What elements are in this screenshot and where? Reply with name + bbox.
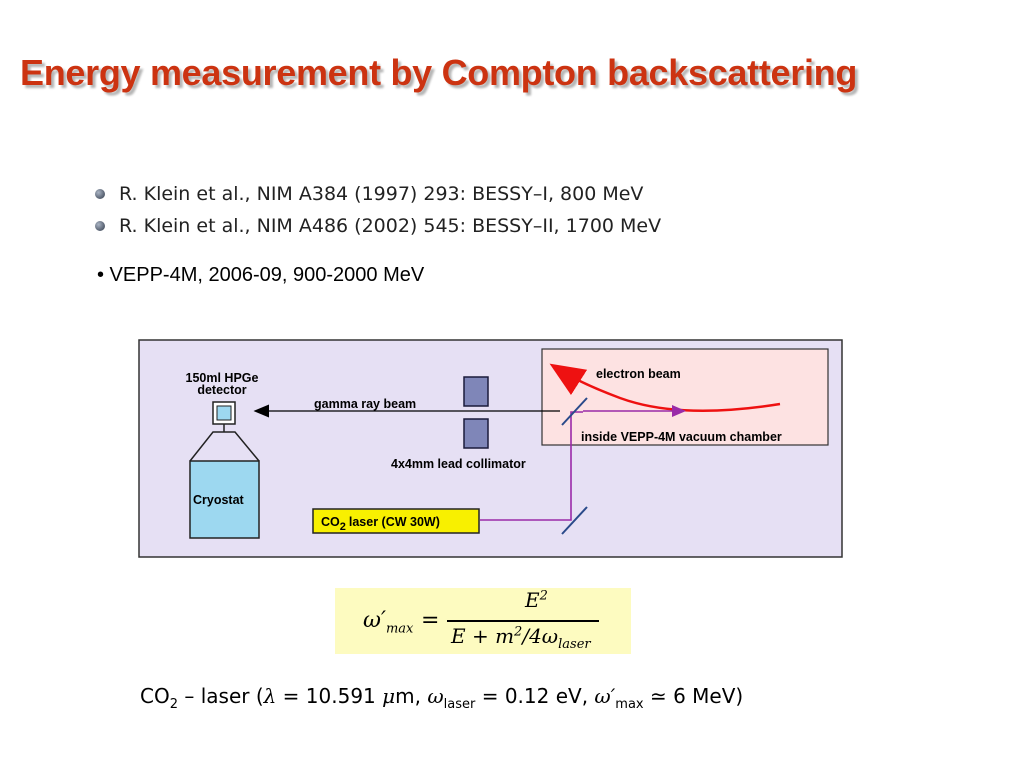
formula-omega-prime: ω′ bbox=[363, 608, 386, 633]
formula-fraction-bar bbox=[447, 620, 599, 622]
laser-lambda-val: = 10.591 bbox=[276, 684, 383, 708]
reference-text: R. Klein et al., NIM A486 (2002) 545: BE… bbox=[119, 215, 662, 237]
co2-laser-suffix: laser (CW 30W) bbox=[349, 515, 440, 529]
laser-path bbox=[480, 411, 583, 521]
electron-beam-arrow bbox=[549, 363, 781, 412]
laser-lambda: λ bbox=[263, 684, 277, 708]
reference-list: R. Klein et al., NIM A384 (1997) 293: BE… bbox=[95, 178, 661, 242]
formula-den-a: E + m bbox=[451, 624, 515, 648]
formula-e: E bbox=[525, 588, 540, 612]
formula-den-sub: laser bbox=[558, 637, 591, 652]
cryostat-label: Cryostat bbox=[193, 493, 245, 507]
bullet-icon bbox=[95, 221, 105, 231]
co2-laser-box bbox=[312, 508, 480, 534]
laser-co-sub: 2 bbox=[169, 697, 178, 712]
reference-text: R. Klein et al., NIM A384 (1997) 293: BE… bbox=[119, 183, 644, 205]
reference-item: R. Klein et al., NIM A384 (1997) 293: BE… bbox=[95, 178, 661, 210]
formula-lhs-sub: max bbox=[385, 621, 414, 637]
laser-omega: ω bbox=[427, 684, 444, 708]
vepp-bullet: • VEPP-4M, 2006-09, 900-2000 MeV bbox=[97, 264, 425, 286]
laser-arrowhead bbox=[672, 405, 686, 417]
collimator-upper bbox=[463, 376, 489, 407]
vacuum-chamber-box bbox=[541, 348, 829, 446]
formula-lhs: ω′max bbox=[363, 608, 413, 636]
cryostat-tank bbox=[189, 460, 260, 539]
co2-laser-sub: 2 bbox=[340, 521, 346, 533]
laser-omega-val: = 0.12 eV, bbox=[475, 684, 595, 708]
laser-omega-sub: laser bbox=[443, 697, 476, 712]
bullet-icon bbox=[95, 189, 105, 199]
co2-laser-prefix: CO bbox=[321, 515, 340, 529]
laser-parameters: CO2 – laser (λ = 10.591 μm, ωlaser = 0.1… bbox=[140, 684, 743, 712]
formula-den-b: /4ω bbox=[522, 624, 559, 648]
electron-beam-label: electron beam bbox=[596, 367, 681, 381]
formula-equals: = bbox=[421, 608, 440, 633]
laser-mu: μ bbox=[382, 684, 396, 708]
formula-e-sup: 2 bbox=[539, 588, 548, 604]
detector-label-line1: 150ml HPGe bbox=[186, 371, 259, 385]
detector-inner bbox=[216, 405, 232, 421]
laser-omega-max-sub: max bbox=[615, 697, 644, 712]
formula-denominator: E + m2/4ωlaser bbox=[451, 624, 591, 652]
laser-co: CO bbox=[140, 684, 170, 708]
formula-box: ω′max = E2 E + m2/4ωlaser bbox=[335, 588, 631, 654]
reference-item: R. Klein et al., NIM A486 (2002) 545: BE… bbox=[95, 210, 661, 242]
upper-mirror bbox=[561, 397, 588, 426]
vacuum-chamber-label: inside VEPP-4M vacuum chamber bbox=[581, 430, 782, 444]
lower-mirror bbox=[561, 506, 588, 535]
laser-omega-max: ω′ bbox=[594, 684, 616, 708]
laser-omega-max-val: ≃ 6 MeV) bbox=[643, 684, 744, 708]
detector-label-line2: detector bbox=[197, 383, 246, 397]
formula-numerator: E2 bbox=[525, 588, 548, 612]
laser-um-unit: m, bbox=[395, 684, 428, 708]
page-title: Energy measurement by Compton backscatte… bbox=[20, 52, 858, 93]
gamma-beam-label: gamma ray beam bbox=[314, 397, 416, 411]
collimator-lower bbox=[463, 418, 489, 449]
collimator-label: 4x4mm lead collimator bbox=[391, 457, 526, 471]
laser-after-co2: – laser ( bbox=[178, 684, 264, 708]
formula-den-sup: 2 bbox=[514, 624, 523, 640]
dewar-neck bbox=[189, 431, 260, 462]
